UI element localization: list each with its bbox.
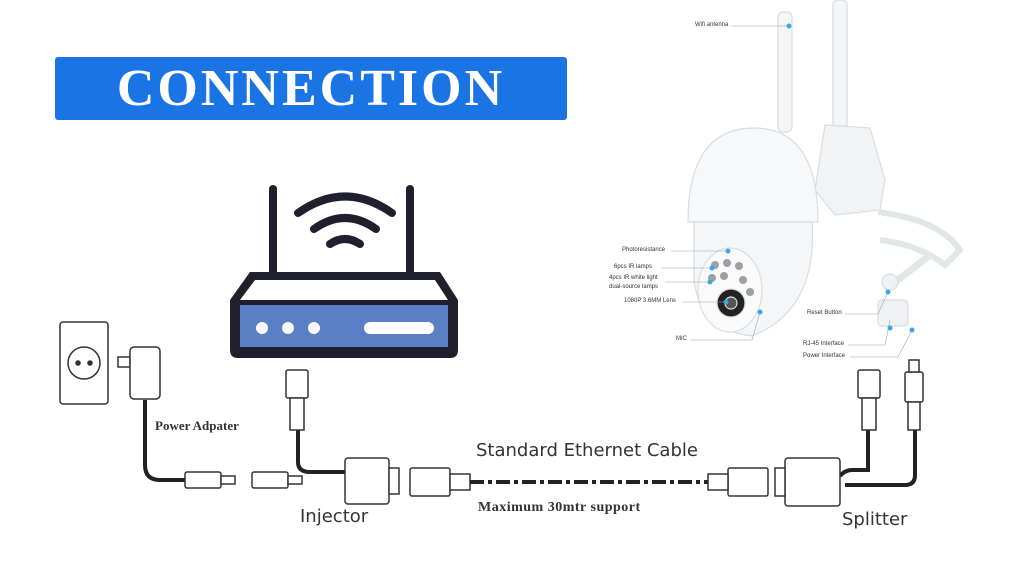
router-icon (230, 185, 458, 358)
title: CONNECTION (116, 60, 506, 117)
label-reset-button: Reset Button (807, 310, 842, 316)
callout-dots (707, 23, 915, 333)
splitter-icon (784, 457, 841, 507)
max-support-label: Maximum 30mtr support (478, 500, 641, 515)
title-banner: CONNECTION (55, 57, 567, 120)
injector-icon (344, 457, 390, 505)
label-rj45: RJ-45 Interface (803, 341, 845, 347)
splitter-label: Splitter (842, 509, 908, 530)
cables (143, 400, 917, 487)
label-ir-lamps: 6pcs IR lamps (614, 264, 653, 270)
injector-label: Injector (300, 506, 369, 527)
power-adapter-label: Power Adpater (155, 418, 239, 433)
label-mic: MIC (676, 336, 687, 342)
ip-camera-image (687, 0, 964, 337)
wall-outlet-icon (59, 321, 109, 405)
wifi-icon (294, 192, 396, 248)
callout-lines (661, 25, 913, 358)
label-power-interface: Power Interface (803, 353, 846, 359)
cable-label: Standard Ethernet Cable (476, 440, 698, 461)
label-wifi-antenna: Wifi antenna (695, 22, 729, 28)
label-white-light-2: dual-source lamps (609, 284, 659, 290)
dc-plug-icon (184, 359, 924, 489)
label-lens: 1080P 3.6MM Lens (624, 298, 676, 304)
label-photoresistance: Photoresistance (622, 247, 666, 253)
label-white-light-1: 4pcs IR white light (609, 275, 658, 281)
rj45-plug-icon (285, 369, 881, 497)
power-adapter-icon (117, 346, 161, 400)
